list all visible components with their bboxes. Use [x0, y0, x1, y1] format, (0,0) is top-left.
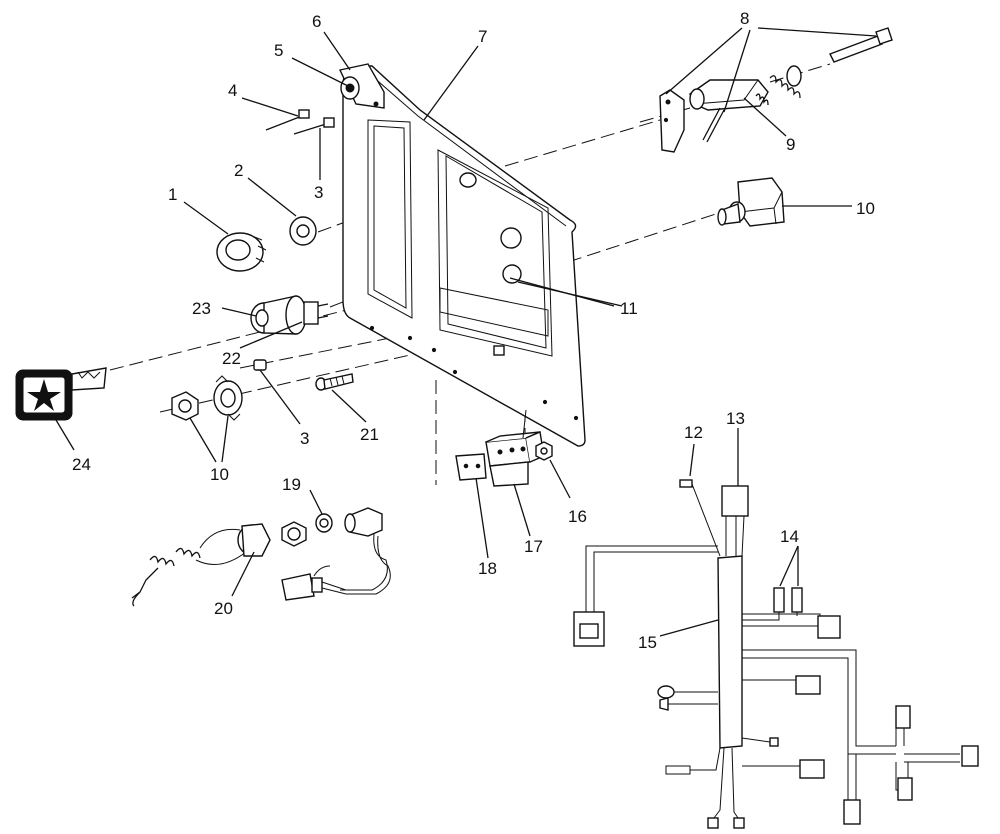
- pins: [265, 109, 335, 135]
- callout-11: 11: [620, 299, 638, 318]
- callout-13: 13: [726, 409, 745, 428]
- tether-switch: [131, 507, 391, 607]
- toggle-switch: [717, 177, 785, 227]
- callout-3-top: 3: [314, 183, 323, 202]
- callout-24: 24: [72, 455, 91, 474]
- callout-5: 5: [274, 41, 283, 60]
- callout-15: 15: [638, 633, 657, 652]
- ignition-switch: [250, 295, 329, 335]
- callout-20: 20: [214, 599, 233, 618]
- switch-nut-washer: [171, 375, 243, 421]
- mounting-bracket: [455, 409, 545, 487]
- callout-23: 23: [192, 299, 211, 318]
- callout-21: 21: [360, 425, 379, 444]
- callout-3-bottom: 3: [300, 429, 309, 448]
- callout-labels: 1 2 3 4 5 6 7 8 9 10 11 12 13 14 15 16 1…: [72, 9, 875, 652]
- callout-18: 18: [478, 559, 497, 578]
- callout-1: 1: [168, 185, 177, 204]
- dash-panel: [342, 65, 586, 447]
- callout-8: 8: [740, 9, 749, 28]
- callout-22: 22: [222, 349, 241, 368]
- callout-17: 17: [524, 537, 543, 556]
- nut: [216, 232, 267, 272]
- callout-19: 19: [282, 475, 301, 494]
- panel-screw: [315, 373, 354, 391]
- callout-14: 14: [780, 527, 799, 546]
- callout-10-top: 10: [856, 199, 875, 218]
- star-washer: [289, 216, 317, 246]
- wire-harness: [573, 479, 979, 829]
- callout-16: 16: [568, 507, 587, 526]
- callout-10-bottom: 10: [210, 465, 229, 484]
- callout-7: 7: [478, 27, 487, 46]
- ignition-key: [15, 367, 107, 421]
- leader-lines: [55, 27, 877, 637]
- callout-6: 6: [312, 12, 321, 31]
- callout-4: 4: [228, 81, 237, 100]
- small-screw: [253, 359, 267, 371]
- callout-12: 12: [684, 423, 703, 442]
- callout-9: 9: [786, 135, 795, 154]
- callout-2: 2: [234, 161, 243, 180]
- hex-nut: [535, 441, 553, 461]
- latch-assembly: [659, 27, 893, 153]
